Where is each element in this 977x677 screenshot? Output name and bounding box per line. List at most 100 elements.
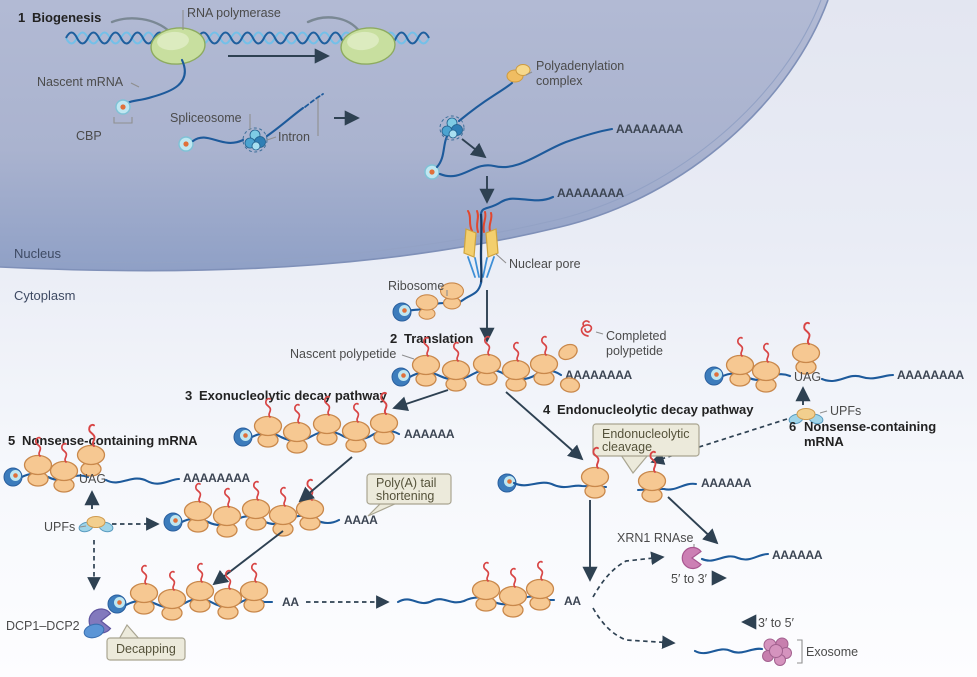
to-decapping-arrow — [212, 530, 284, 586]
section3-number: 3 — [185, 388, 192, 403]
section6-title-line2: mRNA — [804, 434, 844, 449]
capped-5prime-end — [163, 512, 183, 532]
polyadenylation-leader — [525, 71, 533, 76]
ribosome — [282, 421, 312, 454]
decapping-row: DCP1–DCP2 AA Decapping — [6, 562, 390, 661]
nascent-polypeptide-label: Nascent polypetide — [290, 347, 396, 361]
ribosome — [751, 360, 781, 393]
nascent-polypeptide-icon — [196, 562, 204, 583]
endo-callout-line2: cleavage — [602, 440, 652, 454]
nascent-polypeptide-icon — [512, 341, 520, 362]
nuclear-membrane-inner — [0, 0, 822, 264]
callout-polya-shortening: Poly(A) tail shortening — [366, 473, 452, 517]
splicing-progress-arrow — [461, 138, 487, 159]
nucleus-region — [0, 0, 828, 271]
polyadenylation-label-2: complex — [536, 74, 583, 88]
ribosome — [185, 580, 215, 613]
nascent-polypeptide-icon — [223, 487, 231, 508]
intron-leader — [266, 136, 277, 141]
polya-tail: AAAA — [344, 513, 378, 527]
section1-title: Biogenesis — [32, 10, 101, 25]
section3-title: Exonucleolytic decay pathway — [199, 388, 388, 403]
cap-icon — [115, 99, 131, 115]
free-ribosomal-subunit — [558, 343, 578, 361]
callout-decapping: Decapping — [106, 623, 186, 661]
dcp-label: DCP1–DCP2 — [6, 619, 80, 633]
polya-tail: AAAAAAAA — [565, 368, 633, 382]
nuclear-pore-icon — [463, 210, 499, 284]
polya-shortened-polysome: AAAA Poly(A) tail shortening — [163, 456, 452, 586]
to-exosome-dashed-arrow — [592, 607, 676, 650]
section-endonucleolytic: 4 Endonucleolytic decay pathway Endonucl… — [497, 391, 754, 545]
intron-label: Intron — [278, 130, 310, 144]
nascent-polypeptide-icon — [279, 486, 287, 507]
nascent-polypeptide-leader — [401, 354, 415, 360]
shortened-tail: AA — [564, 594, 581, 608]
xrn1-icon — [681, 546, 702, 570]
ribosome — [580, 466, 610, 499]
polyadenylated-mrna — [438, 127, 614, 178]
ribosome — [637, 470, 667, 503]
cbp-bracket — [113, 117, 133, 124]
export-mrna — [479, 195, 555, 216]
fragment-to-xrn1-arrow — [667, 496, 719, 545]
nuclear-pore-label: Nuclear pore — [509, 257, 581, 271]
nascent-polypeptide-icon — [352, 402, 360, 423]
ribosome-label: Ribosome — [388, 279, 444, 293]
upfs-icon — [77, 516, 115, 534]
upfs-label: UPFs — [44, 520, 75, 534]
xrn1-group: XRN1 RNAse AAAAAA 5′ to 3′ — [617, 531, 823, 586]
section4-number: 4 — [543, 402, 551, 417]
ribosome — [253, 415, 283, 448]
polya-tail: AAAAAAAA — [616, 122, 684, 136]
section5-number: 5 — [8, 433, 15, 448]
ribosome — [471, 579, 501, 612]
polysome-mrna — [104, 477, 181, 485]
nucleus-label: Nucleus — [14, 246, 61, 261]
ribosome — [312, 413, 342, 446]
five-to-three-label: 5′ to 3′ — [671, 572, 708, 586]
rna-polymerase-label: RNA polymerase — [187, 6, 281, 20]
nascent-polypeptide-icon — [540, 335, 548, 356]
ribosome — [725, 354, 755, 387]
polya-shortening-arrow — [298, 456, 353, 503]
polymerase-tail-2 — [306, 16, 362, 34]
nascent-mrna-leader — [130, 82, 140, 88]
nascent-mrna-strand — [126, 58, 186, 105]
ribosome — [501, 359, 531, 392]
ribosome — [498, 585, 528, 618]
degrading-mrna — [700, 552, 770, 562]
nascent-polypeptide-icon — [250, 562, 258, 583]
polya-tail: AAAAAAAA — [557, 186, 625, 200]
decaying-mrna-bottom: AA — [396, 500, 676, 650]
ribosome — [415, 294, 439, 320]
section2-number: 2 — [390, 331, 397, 346]
ribosome — [183, 500, 213, 533]
upfs-leader — [819, 410, 828, 414]
capped-5prime-end — [3, 467, 23, 487]
ribosome — [49, 460, 79, 493]
spliced-mrna-strand — [457, 81, 514, 123]
polya-callout-line1: Poly(A) tail — [376, 476, 436, 490]
exosome-icon — [762, 637, 792, 666]
ribosome — [525, 578, 555, 611]
decapping-callout: Decapping — [116, 642, 176, 656]
ribosome — [241, 498, 271, 531]
ribosome — [23, 454, 53, 487]
ribosome — [213, 587, 243, 620]
ribosome — [369, 412, 399, 445]
nascent-polypeptide-icon — [194, 482, 202, 503]
nascent-polypeptide-icon — [536, 560, 544, 581]
stop-codon-label: UAG — [794, 370, 821, 384]
section-exonucleolytic: 3 Exonucleolytic decay pathway AAAAAA — [185, 388, 455, 454]
section4-title: Endonucleolytic decay pathway — [557, 402, 754, 417]
nascent-polypeptide-icon — [293, 403, 301, 424]
capped-5prime-end — [233, 427, 253, 447]
completed-polypeptide-icon — [580, 320, 593, 337]
completed-polypeptide-leader — [595, 331, 604, 335]
exosome-bracket — [797, 639, 803, 664]
pre-mrna-dashed — [304, 93, 324, 108]
dcp-subunit — [83, 623, 105, 639]
cap-icon — [178, 136, 194, 152]
